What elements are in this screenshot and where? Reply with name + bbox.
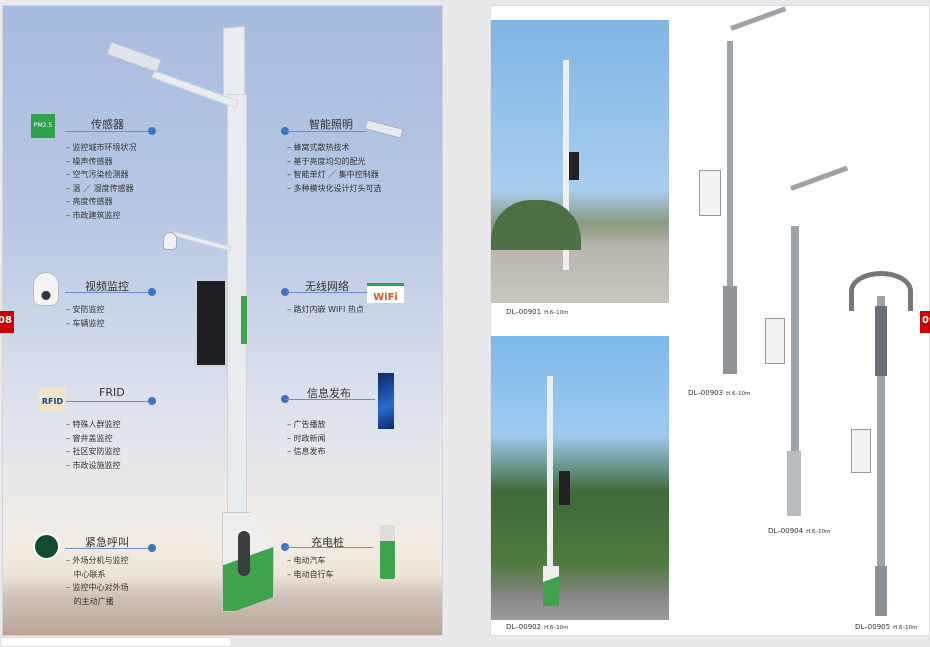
- feature-item: 路灯内嵌 WIFI 热点: [287, 303, 364, 317]
- height-range: H.6–10m: [806, 529, 831, 535]
- connector-line: [65, 292, 151, 293]
- connector-line: [65, 131, 151, 132]
- height-range: H.6–10m: [544, 310, 569, 316]
- feature-item: 的主动广播: [73, 596, 114, 606]
- pm25-sensor-icon: PM2.5: [31, 114, 55, 138]
- feature-list: 路灯内嵌 WIFI 热点: [287, 303, 364, 317]
- connector-dot: [281, 288, 289, 296]
- pole-camera: [163, 232, 177, 250]
- feature-item: 电动自行车: [287, 568, 334, 582]
- section-title: FRID: [99, 386, 125, 399]
- feature-item: 社区安防监控: [66, 445, 121, 459]
- feature-list: 安防监控 车辆监控: [66, 303, 105, 330]
- connector-line: [65, 548, 151, 549]
- feature-item: 车辆监控: [66, 317, 105, 331]
- feature-item: 信息发布: [287, 445, 326, 459]
- feature-item: 窨井盖监控: [66, 432, 121, 446]
- section-title: 智能照明: [309, 118, 353, 131]
- connector-dot: [281, 127, 289, 135]
- connector-line: [287, 131, 367, 132]
- product-photo-dl-00902: [491, 336, 669, 620]
- charging-pile-socket: [238, 531, 250, 576]
- smart-pole-top-module: [223, 26, 245, 98]
- model-number: DL–00903: [688, 389, 724, 397]
- emergency-call-icon: [33, 533, 60, 560]
- feature-item: 空气污染检测器: [66, 168, 137, 182]
- feature-item: 温 ／ 湿度传感器: [66, 182, 137, 196]
- feature-list: 蜂窝式散热技术 基于亮度均匀的配光 智能单灯 ／ 集中控制器 多种模块化设计灯头…: [287, 141, 382, 195]
- feature-item: 中心联系: [73, 569, 106, 579]
- feature-item: 噪声传感器: [66, 155, 137, 169]
- model-number: DL–00905: [855, 623, 891, 631]
- left-catalog-page: PM2.5 传感器 监控城市环境状况 噪声传感器 空气污染检测器 温 ／ 湿度传…: [2, 5, 443, 636]
- connector-line: [287, 292, 367, 293]
- feature-item: 智能单灯 ／ 集中控制器: [287, 168, 382, 182]
- charging-pile-icon: [380, 525, 395, 579]
- pole-green-strip: [241, 296, 247, 344]
- display-screen-icon: [378, 373, 394, 429]
- feature-item: 特殊人群监控: [66, 418, 121, 432]
- model-number: DL–00904: [768, 527, 804, 535]
- wifi-icon: WiFi: [367, 283, 404, 303]
- pole-display-screen: [195, 279, 227, 367]
- feature-item: 市政建筑监控: [66, 209, 137, 223]
- feature-item: 亮度传感器: [66, 195, 137, 209]
- led-lamp-head: [106, 41, 162, 73]
- section-title: 视频监控: [85, 280, 129, 293]
- feature-item: 安防监控: [66, 303, 105, 317]
- feature-list: 电动汽车 电动自行车: [287, 554, 334, 581]
- height-range: H.6–10m: [726, 391, 751, 397]
- section-title: 充电桩: [311, 536, 344, 549]
- camera-arm: [172, 231, 232, 252]
- connector-dot: [281, 395, 289, 403]
- connector-dot: [148, 127, 156, 135]
- dome-camera-icon: [33, 272, 59, 306]
- section-title: 传感器: [91, 118, 124, 131]
- feature-list: 广告播放 时政新闻 信息发布: [287, 418, 326, 459]
- connector-dot: [148, 397, 156, 405]
- section-title: 信息发布: [307, 387, 351, 400]
- feature-item: 多种模块化设计灯头可选: [287, 182, 382, 196]
- feature-item: 蜂窝式散热技术: [287, 141, 382, 155]
- connector-line: [287, 399, 375, 400]
- product-photo-dl-00901: [491, 20, 669, 303]
- connector-line: [66, 401, 151, 402]
- bottom-status-strip: [0, 637, 232, 647]
- feature-item: 外场分机与监控: [66, 554, 129, 568]
- model-number: DL–00902: [506, 623, 542, 631]
- led-lamp-icon: [364, 119, 404, 139]
- section-title: 紧急呼叫: [85, 536, 129, 549]
- feature-item: 时政新闻: [287, 432, 326, 446]
- feature-item: 广告播放: [287, 418, 326, 432]
- connector-line: [287, 547, 373, 548]
- feature-item: 市政设施监控: [66, 459, 121, 473]
- connector-dot: [148, 288, 156, 296]
- feature-list: 监控城市环境状况 噪声传感器 空气污染检测器 温 ／ 湿度传感器 亮度传感器 市…: [66, 141, 137, 222]
- feature-list: 外场分机与监控 中心联系 监控中心对外场 的主动广播: [66, 554, 129, 608]
- rfid-icon: RFID: [39, 387, 66, 411]
- page-number-badge-left: 08: [0, 311, 14, 333]
- page-number-badge-right: 09: [920, 311, 930, 333]
- feature-item: 监控中心对外场: [66, 581, 129, 595]
- connector-dot: [281, 543, 289, 551]
- feature-list: 特殊人群监控 窨井盖监控 社区安防监控 市政设施监控: [66, 418, 121, 472]
- feature-item: 监控城市环境状况: [66, 141, 137, 155]
- connector-dot: [148, 544, 156, 552]
- height-range: H.6–10m: [893, 625, 918, 631]
- feature-item: 基于亮度均匀的配光: [287, 155, 382, 169]
- feature-item: 电动汽车: [287, 554, 334, 568]
- model-number: DL–00901: [506, 308, 542, 316]
- section-title: 无线网络: [305, 280, 349, 293]
- height-range: H.6–10m: [544, 625, 569, 631]
